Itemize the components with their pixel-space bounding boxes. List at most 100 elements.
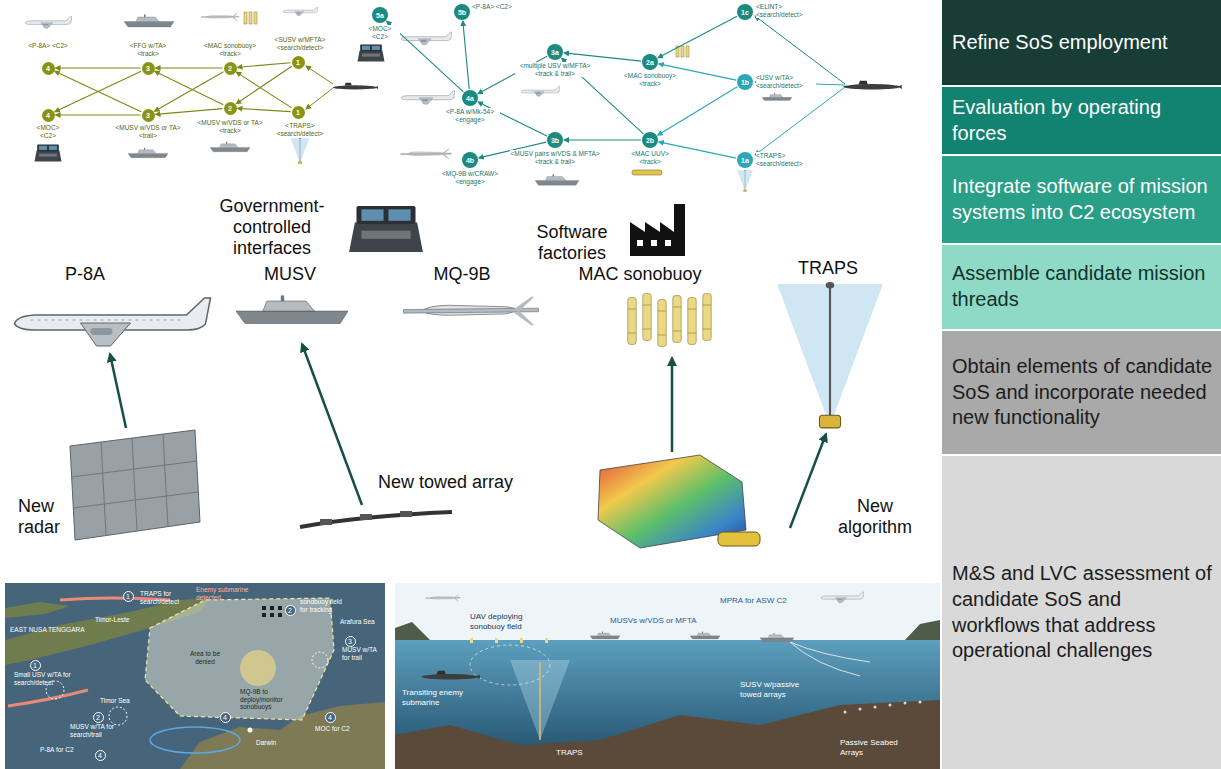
map-label: MOC for C2	[315, 725, 365, 733]
undersea-scene	[495, 638, 498, 643]
step-circle: 4b	[462, 152, 478, 168]
thread-label: <MAC sonobuoy> <track>	[620, 72, 680, 87]
sonobuoy-icon	[254, 12, 257, 24]
p8a-icon	[401, 32, 452, 44]
undersea-scene	[426, 594, 460, 601]
factory-icon	[665, 240, 671, 246]
area-map	[5, 602, 70, 618]
area-map	[5, 583, 385, 769]
flow-arrow	[236, 66, 292, 104]
flow-arrow	[55, 71, 141, 112]
callout-number: 4	[325, 712, 336, 723]
usv-icon	[762, 93, 792, 101]
thread-label: <MQ-9B w/CRAW> <engage>	[440, 170, 500, 185]
detect-line	[755, 87, 845, 155]
map-label: Timor Sea	[100, 697, 150, 705]
flow-arrow	[56, 67, 141, 68]
susv-icon	[521, 87, 560, 97]
area-map	[248, 728, 253, 733]
map-label: Enemy submarine detected	[196, 586, 256, 601]
towed-array	[300, 511, 452, 527]
susv-icon	[283, 7, 318, 16]
undersea-scene	[889, 704, 892, 707]
area-map	[150, 727, 240, 753]
radar-panel	[101, 442, 106, 535]
map-label: P-8A for C2	[40, 746, 95, 754]
sonobuoy-icon	[244, 12, 247, 24]
thread-label: <P-8A> <C2>	[26, 42, 70, 50]
flow-arrow	[156, 109, 223, 115]
undersea-scene	[395, 622, 430, 640]
seafloor-map	[718, 532, 760, 546]
musv-icon	[210, 142, 250, 152]
factory-icon	[651, 240, 657, 246]
process-band: Obtain elements of candidate SoS and inc…	[942, 331, 1221, 454]
sonobuoy-icon	[681, 46, 684, 57]
radar-panel	[70, 430, 200, 540]
undersea-scene	[470, 638, 548, 643]
thread-label: <SUSV w/MFTA> <search/detect>	[272, 36, 328, 51]
thread-label: <P-8A> <C2>	[472, 3, 512, 11]
sonobuoys	[628, 298, 636, 345]
area-map	[270, 606, 274, 610]
part-label: New towed array	[378, 472, 528, 493]
factory-icon	[630, 204, 685, 256]
thread-label: <MOC> <C2>	[28, 124, 68, 139]
part-label: New radar	[18, 496, 68, 538]
sonobuoys	[643, 294, 651, 341]
process-band: M&S and LVC assessment of candidate SoS …	[942, 456, 1221, 769]
step-number: 1	[296, 59, 300, 66]
part-label: Software factories	[527, 222, 617, 264]
part-label: MUSV	[250, 264, 330, 285]
step-number: 2a	[646, 59, 654, 66]
step-circle: 1a	[737, 152, 753, 168]
flow-arrow	[564, 139, 641, 140]
upgrade-arrows	[110, 344, 826, 528]
step-circle: 1c	[737, 4, 753, 20]
thread-label: <TRAPS> <search/detect>	[756, 152, 816, 167]
part-label: MAC sonobuoy	[575, 264, 705, 285]
p8a-aircraft	[15, 298, 211, 346]
thread-label: <FFG w/TA> <track>	[123, 42, 173, 57]
undersea-scene	[905, 620, 940, 640]
callout-number: 4	[95, 750, 106, 761]
flow-arrow	[238, 63, 291, 68]
part-label: MQ-9B	[422, 264, 502, 285]
scene-label: MUSVs w/VDS or MFTA	[610, 616, 700, 626]
step-circle: 3b	[547, 132, 563, 148]
sonobuoys	[658, 300, 666, 347]
step-circle: 2	[224, 102, 237, 115]
step-circle: 2b	[642, 132, 658, 148]
callout-number: 2	[285, 605, 296, 616]
towed-array	[400, 511, 412, 517]
undersea-scene	[421, 671, 480, 680]
radar-panel	[70, 430, 200, 540]
step-number: 4	[46, 65, 50, 72]
step-number: 2	[228, 65, 232, 72]
flow-arrow	[463, 21, 469, 89]
undersea-scene	[904, 702, 907, 705]
step-number: 2	[228, 105, 232, 112]
step-circle: 3a	[547, 44, 563, 60]
thread-label: <TRAPS> <search/detect>	[272, 122, 328, 137]
towed-array	[300, 512, 452, 527]
process-band: Refine SoS employment	[942, 0, 1221, 85]
step-circle: 1	[292, 56, 305, 69]
step-number: 1a	[741, 157, 749, 164]
undersea-scene	[470, 645, 550, 685]
mq9b-icon	[401, 149, 452, 160]
step-number: 5b	[458, 9, 466, 16]
step-circle: 2a	[642, 54, 658, 70]
flow-arrow	[658, 87, 738, 136]
area-map	[262, 606, 266, 610]
submarine-icon	[843, 81, 902, 90]
undersea-scene	[844, 701, 922, 714]
traps-icon	[291, 138, 310, 164]
part-label: New algorithm	[830, 496, 920, 538]
asset-icons	[25, 7, 378, 164]
musv-icon	[535, 174, 579, 185]
scene-label: UAV deploying sonobuoy field	[470, 612, 545, 631]
process-band: Integrate software of mission systems in…	[942, 156, 1221, 243]
step-circle: 1b	[737, 74, 753, 90]
